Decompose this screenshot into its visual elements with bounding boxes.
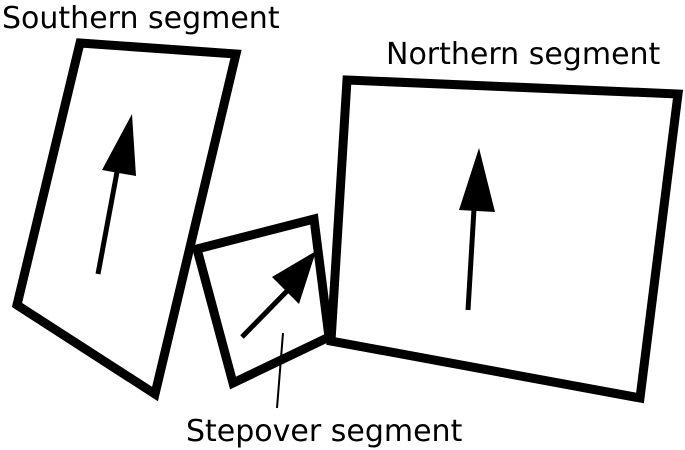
- southern-segment-label: Southern segment: [2, 1, 280, 36]
- stepover-segment-arrow-head: [272, 251, 316, 304]
- stepover-segment: [191, 213, 334, 390]
- northern-segment-label: Northern segment: [386, 37, 661, 72]
- southern-segment: [11, 38, 242, 402]
- northern-segment: [326, 75, 684, 404]
- stepover-segment-arrow-shaft: [240, 287, 291, 339]
- northern-segment-arrow-head: [459, 148, 495, 212]
- stepover-segment-label: Stepover segment: [186, 414, 463, 449]
- northern-segment-block: [326, 75, 684, 404]
- southern-segment-block: [11, 38, 242, 402]
- southern-segment-arrow-head: [102, 114, 136, 176]
- stepover-segment-block: [191, 213, 334, 390]
- northern-segment-arrow-shaft: [465, 208, 477, 311]
- southern-segment-arrow-shaft: [95, 171, 120, 275]
- stepover-label-leader: [276, 332, 284, 409]
